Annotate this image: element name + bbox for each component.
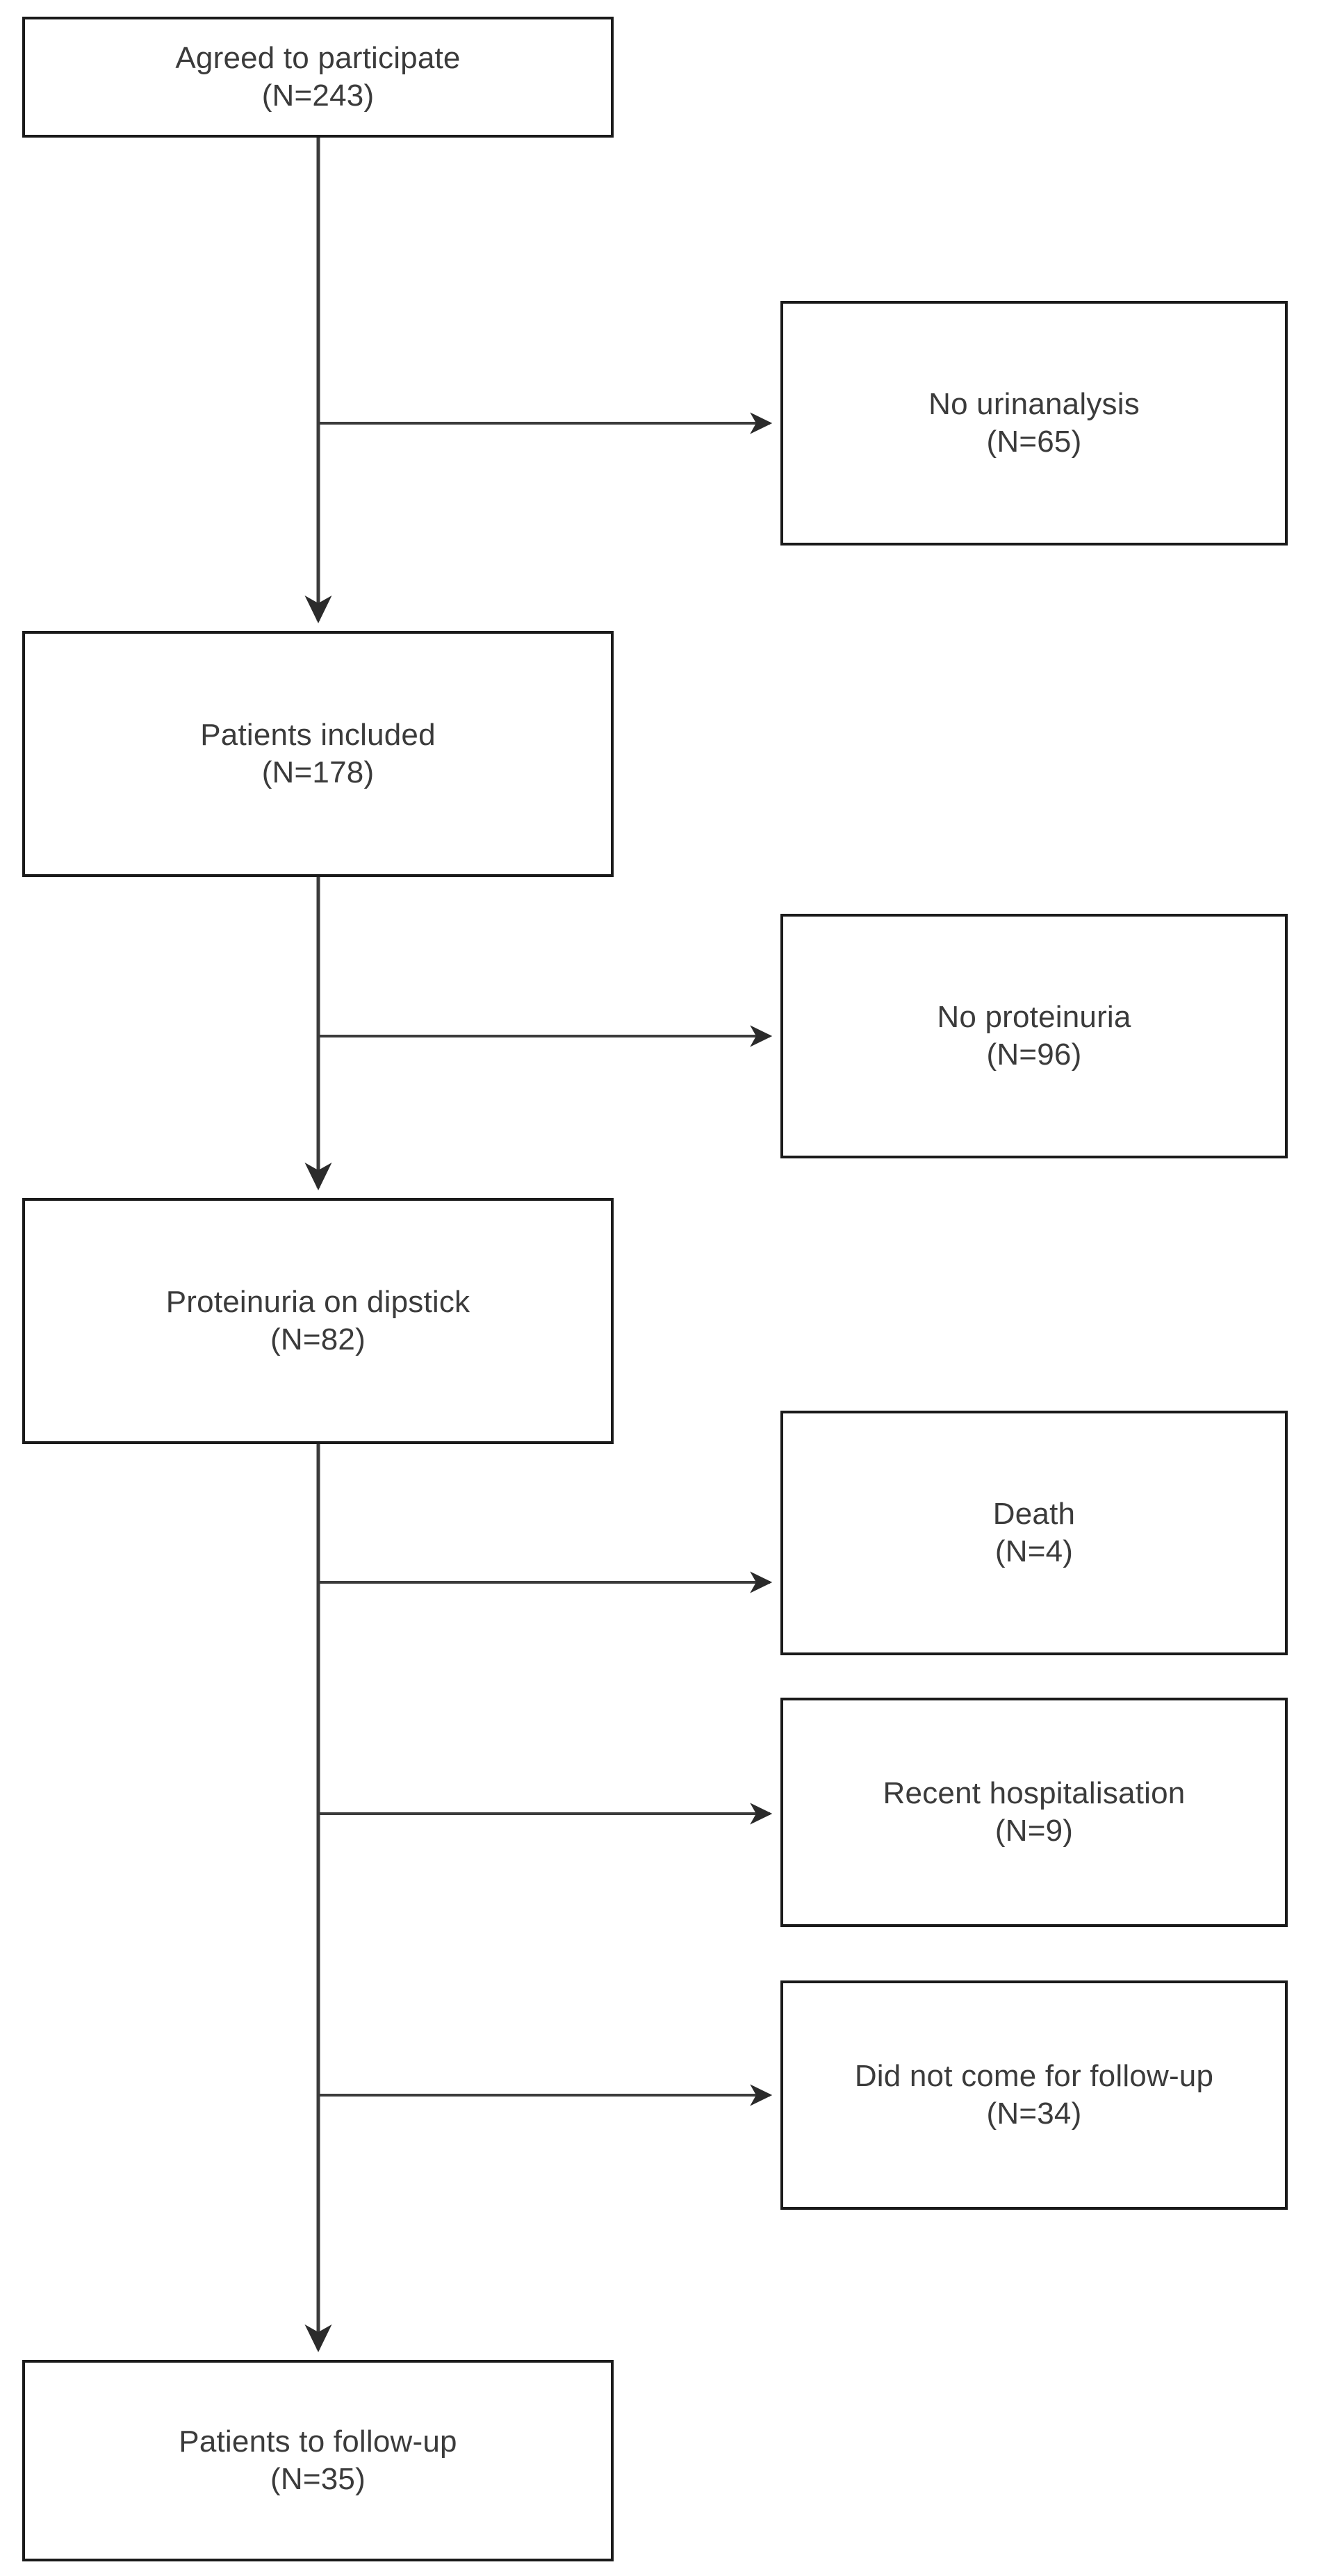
node-included-label: Patients included	[200, 718, 436, 753]
node-no-follow-up-label: Did not come for follow-up	[854, 2059, 1214, 2094]
node-to-follow-up: Patients to follow-up (N=35)	[22, 2360, 614, 2561]
node-recent-hospitalisation-count: (N=9)	[994, 1814, 1074, 1848]
node-included: Patients included (N=178)	[22, 631, 614, 877]
node-no-urinanalysis: No urinanalysis (N=65)	[780, 301, 1288, 545]
node-no-urinanalysis-label: No urinanalysis	[928, 387, 1140, 422]
node-no-follow-up-count: (N=34)	[986, 2097, 1082, 2131]
node-no-follow-up: Did not come for follow-up (N=34)	[780, 1980, 1288, 2210]
node-death: Death (N=4)	[780, 1411, 1288, 1655]
node-no-proteinuria-count: (N=96)	[986, 1037, 1082, 1072]
node-to-follow-up-count: (N=35)	[270, 2462, 366, 2496]
node-included-count: (N=178)	[261, 755, 375, 789]
node-recent-hospitalisation: Recent hospitalisation (N=9)	[780, 1698, 1288, 1927]
node-agreed-count: (N=243)	[261, 79, 375, 113]
node-no-urinanalysis-count: (N=65)	[986, 425, 1082, 459]
node-no-proteinuria-label: No proteinuria	[937, 1000, 1131, 1035]
node-death-count: (N=4)	[994, 1534, 1074, 1568]
node-proteinuria-label: Proteinuria on dipstick	[165, 1285, 470, 1320]
node-proteinuria-count: (N=82)	[270, 1322, 366, 1356]
node-agreed-label: Agreed to participate	[175, 41, 461, 76]
node-proteinuria: Proteinuria on dipstick (N=82)	[22, 1198, 614, 1444]
node-no-proteinuria: No proteinuria (N=96)	[780, 914, 1288, 1158]
node-to-follow-up-label: Patients to follow-up	[179, 2425, 457, 2459]
node-agreed: Agreed to participate (N=243)	[22, 17, 614, 138]
node-recent-hospitalisation-label: Recent hospitalisation	[883, 1776, 1186, 1811]
node-death-label: Death	[992, 1497, 1076, 1532]
